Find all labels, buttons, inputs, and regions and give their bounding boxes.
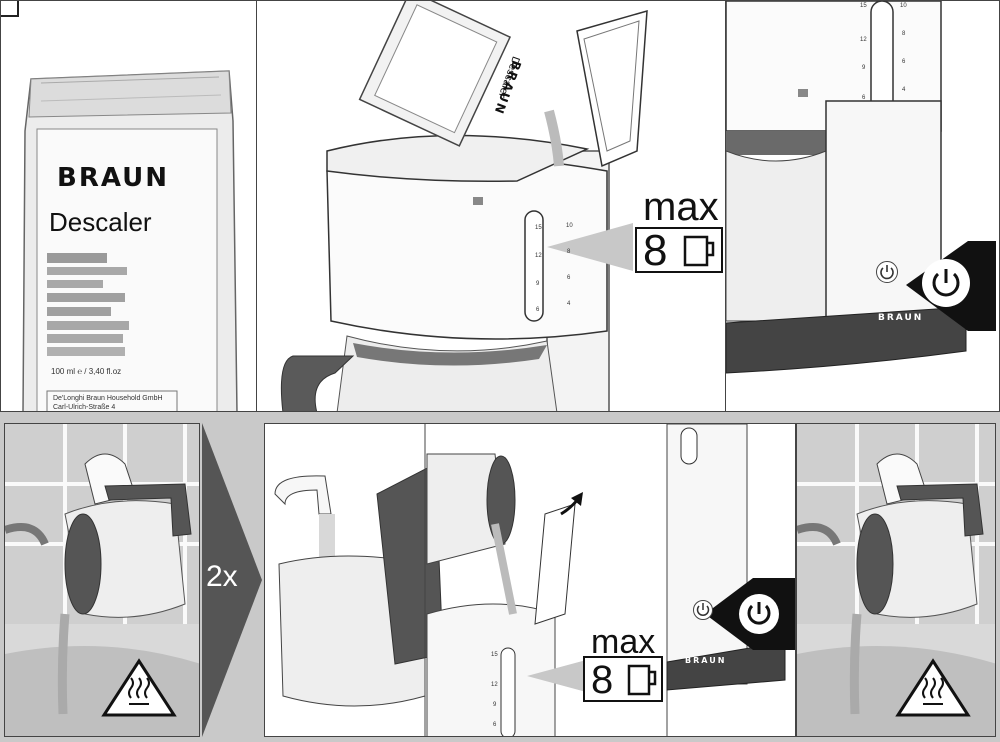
max-cups-value: 8 <box>591 658 613 702</box>
base-brand: BRAUN <box>685 656 726 665</box>
power-icon-large <box>739 594 779 634</box>
scale-6: 6 <box>493 722 496 728</box>
hot-surface-warning-icon <box>895 658 971 718</box>
step5-panel: max 8 15 12 9 6 BRAUN <box>264 423 796 737</box>
scale-right-4: 4 <box>567 301 570 307</box>
power-icon-large <box>922 259 970 307</box>
pouch-address-1: De'Longhi Braun Household GmbH <box>53 395 163 402</box>
scale-left-9: 9 <box>536 281 539 287</box>
scale-right-6: 6 <box>902 59 905 65</box>
scale-right-8: 8 <box>567 249 570 255</box>
scale-left-15: 15 <box>860 3 867 9</box>
rinse-cycle-drawing <box>265 424 796 737</box>
scale-right-8: 8 <box>902 31 905 37</box>
scale-top-left: 15 <box>535 225 542 231</box>
scale-left-12: 12 <box>535 253 542 259</box>
step2-panel: BRAUN Descaler 15 10 12 9 6 8 6 4 max 8 <box>256 0 726 412</box>
cup-icon <box>627 664 661 698</box>
scale-left-6: 6 <box>536 307 539 313</box>
pouch-address-2: Carl-Ulrich-Straße 4 <box>53 404 115 411</box>
scale-top-right: 10 <box>566 223 573 229</box>
pouch-product-name: Descaler <box>49 207 152 238</box>
max-label: max <box>643 187 719 227</box>
max-cups-box: 8 <box>635 227 723 273</box>
step1-panel: BRAUN Descaler 100 ml ℮ / 3,40 fl.oz De'… <box>0 0 257 412</box>
max-cups-value: 8 <box>643 229 667 273</box>
scale-left-12: 12 <box>860 37 867 43</box>
cup-icon <box>683 235 719 269</box>
hot-surface-warning-icon <box>101 658 177 718</box>
step3-panel: 15 12 9 6 10 8 6 4 BRAUN <box>725 0 1000 412</box>
scale-15: 15 <box>491 652 498 658</box>
scale-left-9: 9 <box>862 65 865 71</box>
step4-panel <box>4 423 200 737</box>
power-icon <box>693 600 713 620</box>
repeat-count: 2x <box>206 560 238 594</box>
pouch-volume: 100 ml ℮ / 3,40 fl.oz <box>51 367 121 376</box>
scale-12: 12 <box>491 682 498 688</box>
scale-right-4: 4 <box>902 87 905 93</box>
power-button[interactable] <box>876 261 898 283</box>
base-brand: BRAUN <box>878 313 923 323</box>
scale-right-10: 10 <box>900 3 907 9</box>
arrow-up-icon <box>557 490 587 520</box>
max-cups-box: 8 <box>583 656 663 702</box>
power-button[interactable] <box>693 600 713 620</box>
scale-left-6: 6 <box>862 95 865 101</box>
pouch-brand: BRAUN <box>57 163 169 193</box>
coffee-maker-power-drawing <box>726 1 1000 412</box>
power-icon <box>739 594 779 634</box>
power-icon <box>922 259 970 307</box>
scale-right-6: 6 <box>567 275 570 281</box>
scale-9: 9 <box>493 702 496 708</box>
power-icon <box>876 261 898 283</box>
step6-panel <box>796 423 996 737</box>
